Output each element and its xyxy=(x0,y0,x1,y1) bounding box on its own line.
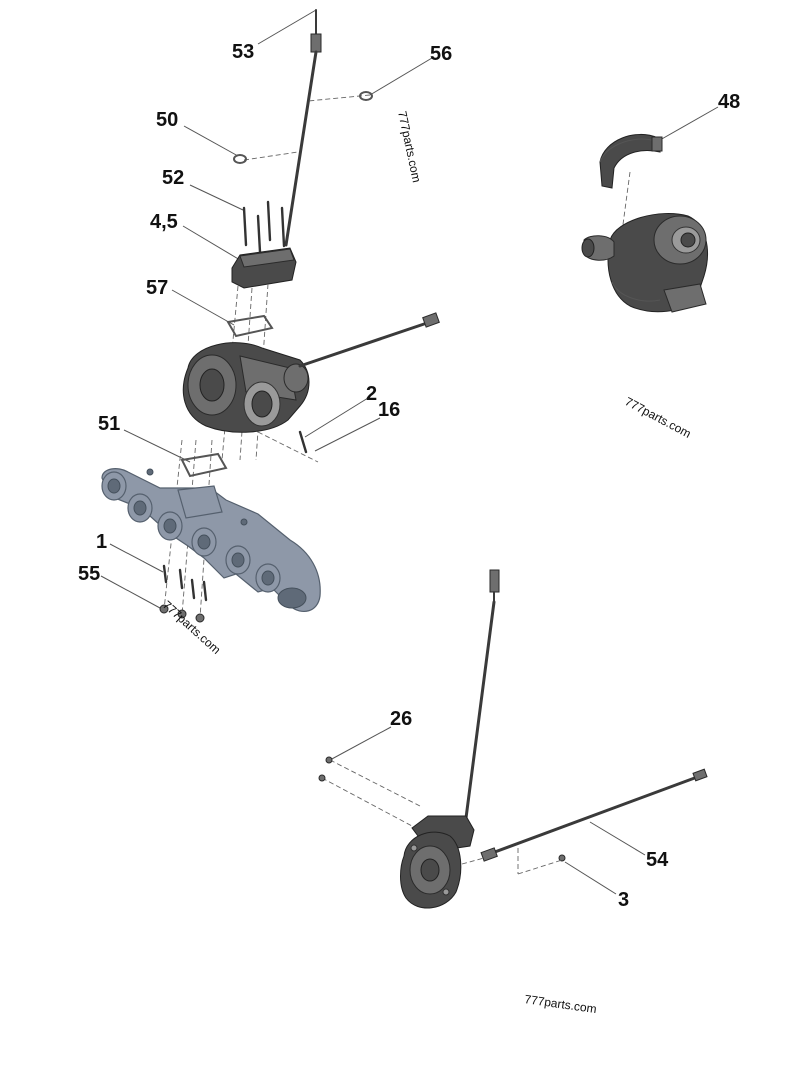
callout-56: 56 xyxy=(430,43,452,65)
watermark-text: 777parts.com xyxy=(160,598,223,657)
callout-54: 54 xyxy=(646,849,669,871)
callout-51: 51 xyxy=(98,413,120,435)
callout-53: 53 xyxy=(232,41,254,63)
callout-26: 26 xyxy=(390,708,412,730)
turbo-assembly-top-left xyxy=(101,9,440,623)
callout-16: 16 xyxy=(378,399,400,421)
callout-labels: 53 56 50 52 4,5 57 2 16 51 1 55 48 26 54… xyxy=(78,41,740,911)
callout-50: 50 xyxy=(156,109,178,131)
watermark-text: 777parts.com xyxy=(395,110,424,184)
leader-lines xyxy=(100,9,719,895)
turbo-assembly-bottom xyxy=(318,569,708,909)
callout-1: 1 xyxy=(96,531,107,553)
watermark-text: 777parts.com xyxy=(524,992,598,1016)
callout-4-5: 4,5 xyxy=(150,211,178,233)
callout-55: 55 xyxy=(78,563,100,585)
callout-3: 3 xyxy=(618,889,629,911)
callout-48: 48 xyxy=(718,91,740,113)
watermark-text: 777parts.com xyxy=(623,394,694,440)
callout-57: 57 xyxy=(146,277,168,299)
callout-52: 52 xyxy=(162,167,184,189)
turbo-assembly-top-right xyxy=(581,133,708,313)
callout-2: 2 xyxy=(366,383,377,405)
